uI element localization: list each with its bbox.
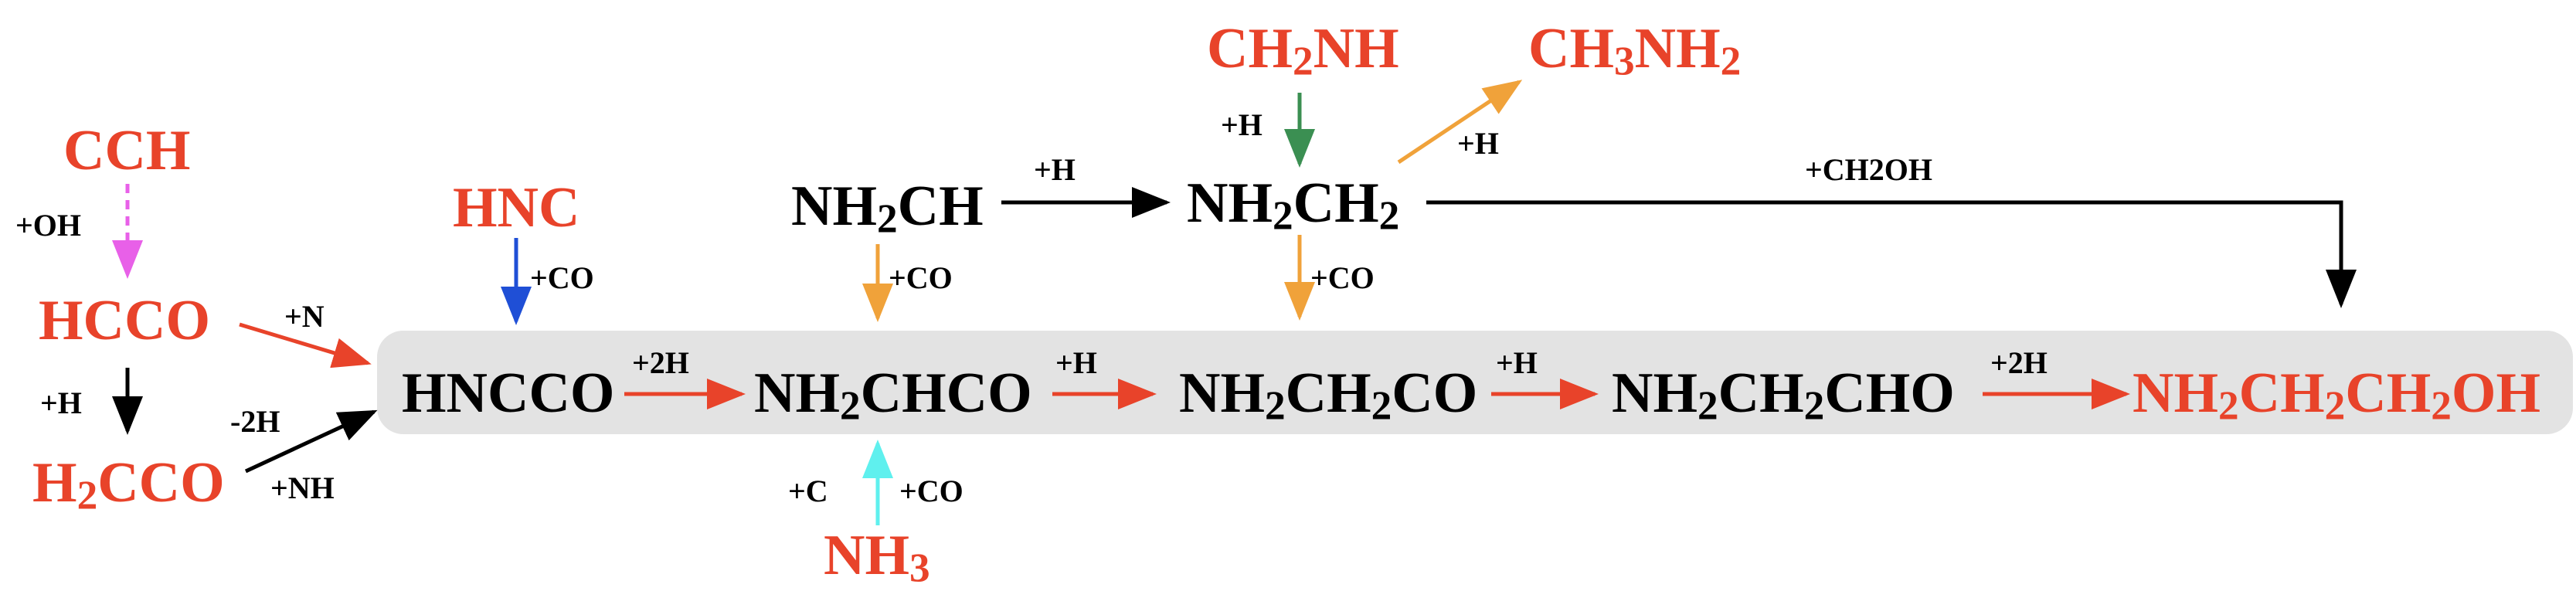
- species-hnc: HNC: [453, 179, 579, 236]
- arrow-nh2ch2-to-nh2ch2ch2oh: [1426, 200, 2357, 308]
- formula-part: CHO: [1824, 362, 1955, 425]
- formula-part: NH: [824, 524, 909, 587]
- label-plus-co-nh2ch2: +CO: [1310, 260, 1375, 295]
- species-cch: CCH: [63, 122, 190, 179]
- formula-part: OH: [2451, 362, 2541, 425]
- formula-part: CH: [1207, 17, 1293, 80]
- formula-part: 3: [909, 545, 930, 591]
- label-plus-c: +C: [788, 474, 828, 508]
- formula-part: 2: [1371, 382, 1392, 429]
- arrow-h2cco-to-hncco: [244, 409, 378, 474]
- formula-part: CH: [2238, 362, 2325, 425]
- species-nh3: NH3: [824, 524, 930, 589]
- label-minus-2h: -2H: [230, 404, 280, 439]
- label-plus-co-nh2ch: +CO: [889, 260, 953, 295]
- formula-part: 2: [2431, 382, 2452, 429]
- formula-part: HCCO: [39, 289, 210, 352]
- formula-part: 2: [1720, 38, 1742, 84]
- main-chain-band: [377, 331, 2573, 434]
- formula-part: 2: [1273, 192, 1293, 239]
- formula-part: CHCO: [860, 362, 1032, 425]
- formula-part: NH: [1187, 172, 1273, 235]
- label-plus-nh: +NH: [270, 470, 335, 505]
- formula-part: CCH: [63, 119, 191, 182]
- label-plus-n: +N: [284, 299, 325, 334]
- formula-part: CH: [2345, 362, 2432, 425]
- formula-part: 2: [877, 195, 898, 242]
- formula-part: 2: [2324, 382, 2346, 429]
- label-plus-h-chain: +H: [1055, 345, 1097, 380]
- formula-part: 3: [1614, 38, 1635, 84]
- formula-part: 2: [1803, 382, 1825, 429]
- formula-part: 2: [1698, 382, 1718, 429]
- formula-part: CH: [1285, 362, 1371, 425]
- formula-part: 2: [1293, 38, 1313, 84]
- species-ch3nh2: CH3NH2: [1528, 17, 1741, 82]
- species-hncco: HNCCO: [402, 365, 614, 422]
- formula-part: NH: [791, 175, 877, 238]
- formula-part: H: [32, 451, 77, 515]
- formula-part: 2: [76, 472, 98, 518]
- label-plus-co-hnc: +CO: [530, 260, 594, 295]
- species-nh2ch2co: NH2CH2CO: [1179, 362, 1478, 426]
- species-nh2ch2: NH2CH2: [1187, 172, 1399, 236]
- label-plus-2h-hncco: +2H: [632, 345, 689, 380]
- label-plus-co-nh3: +CO: [899, 474, 963, 508]
- formula-part: NH: [1612, 362, 1698, 425]
- species-nh2ch2ch2oh: NH2CH2CH2OH: [2133, 362, 2541, 426]
- formula-part: 2: [1265, 382, 1286, 429]
- formula-part: 2: [840, 382, 861, 429]
- arrow-nh2ch2-to-ch3nh2: [1397, 80, 1523, 165]
- species-h2cco: H2CCO: [32, 454, 225, 516]
- formula-part: HNCCO: [402, 362, 615, 425]
- label-plus-h-ch2nh: +H: [1221, 107, 1263, 142]
- label-plus-h-cho: +H: [1496, 345, 1538, 380]
- formula-part: NH: [754, 362, 840, 425]
- formula-part: HNC: [453, 176, 580, 239]
- formula-part: CH: [1528, 17, 1614, 80]
- formula-part: CH: [1293, 172, 1379, 235]
- species-nh2ch: NH2CH: [791, 175, 984, 239]
- label-plus-oh: +OH: [15, 208, 82, 243]
- formula-part: NH: [2133, 362, 2218, 425]
- formula-part: CO: [1392, 362, 1478, 425]
- species-ch2nh: CH2NH: [1207, 17, 1399, 82]
- label-plus-2h-final: +2H: [1990, 345, 2048, 380]
- arrow-hcco-to-hncco: [239, 322, 372, 369]
- formula-part: 2: [1378, 192, 1400, 239]
- formula-part: NH: [1313, 17, 1399, 80]
- formula-part: NH: [1634, 17, 1721, 80]
- label-plus-h-left: +H: [40, 386, 82, 420]
- label-plus-ch2oh: +CH2OH: [1805, 152, 1933, 187]
- formula-part: CCO: [97, 451, 225, 515]
- species-hcco: HCCO: [39, 292, 210, 349]
- formula-part: CH: [1718, 362, 1804, 425]
- label-plus-h-nh2ch: +H: [1034, 152, 1076, 187]
- formula-part: 2: [2218, 382, 2239, 429]
- species-nh2chco: NH2CHCO: [754, 362, 1032, 426]
- label-plus-h-ch3nh2: +H: [1457, 126, 1499, 161]
- formula-part: NH: [1179, 362, 1265, 425]
- formula-part: CH: [897, 175, 984, 238]
- species-nh2ch2cho: NH2CH2CHO: [1612, 362, 1955, 426]
